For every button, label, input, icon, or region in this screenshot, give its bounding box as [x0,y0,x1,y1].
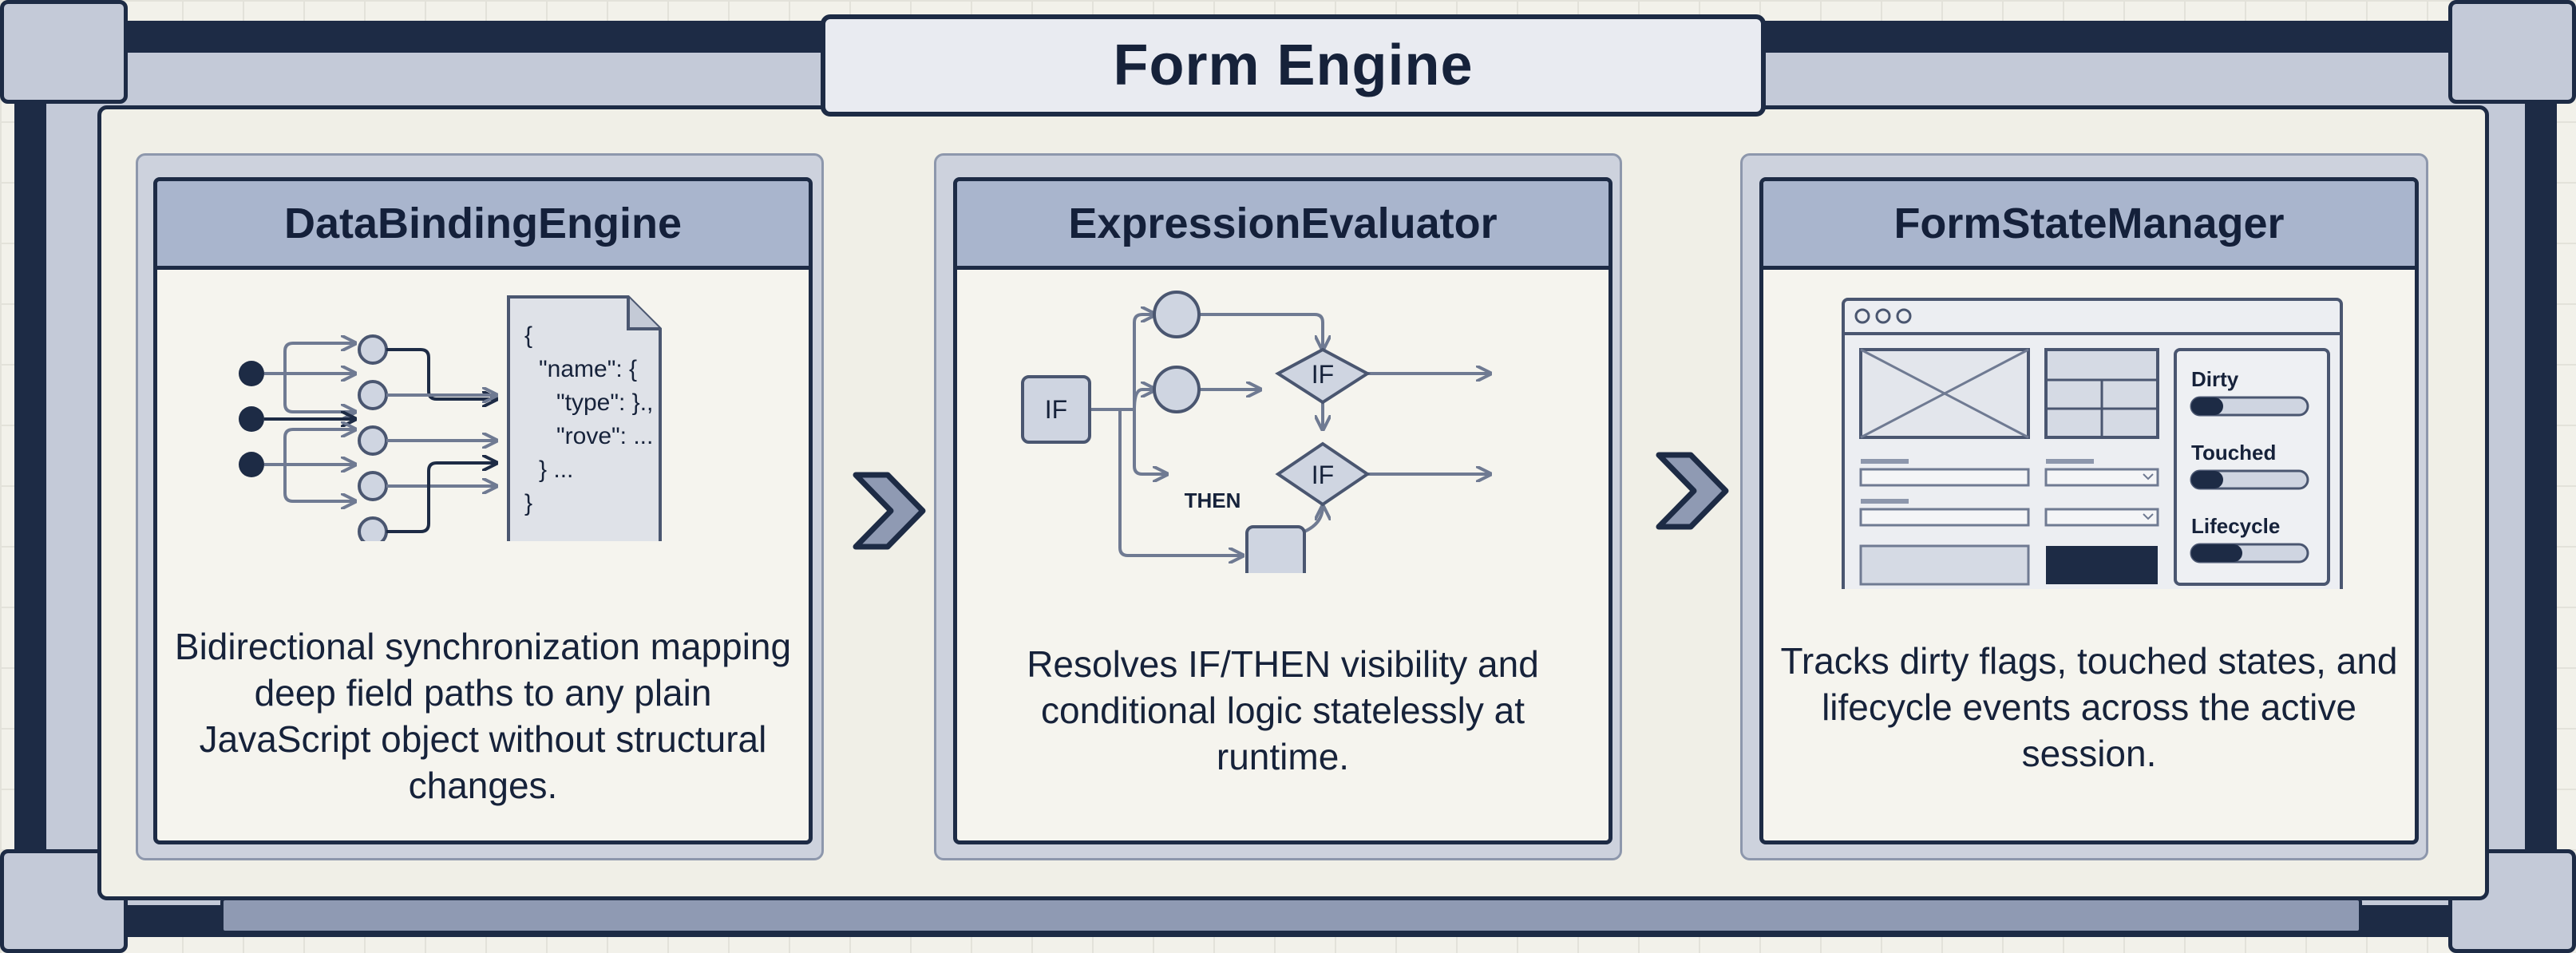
json-line: "name": { [539,356,637,382]
module-card-expression-evaluator: ExpressionEvaluator IF IF [953,177,1612,844]
field-node [358,471,388,501]
text-field [1859,468,2030,487]
chevron-down-icon [2143,513,2154,520]
then-label: THEN [1185,488,1241,512]
if-decision-node: IF [1275,441,1371,507]
source-node-group [239,361,264,477]
flow-label: IF [1312,360,1334,389]
field-node-group [358,334,388,541]
corner-tab-top-left [0,0,128,104]
flow-node [1153,291,1201,338]
document-icon [507,295,662,541]
window-dots-icon [1854,308,1912,324]
grid-layout-icon [2044,348,2159,439]
field-node [358,516,388,541]
touched-toggle-knob [2191,471,2223,488]
card-header: DataBindingEngine [157,181,809,270]
module-title: FormStateManager [1893,200,2285,247]
json-line: } [524,490,532,516]
flow-node [1153,366,1201,413]
corner-tab-top-right [2448,0,2576,104]
flow-label: IF [1045,395,1067,424]
image-placeholder-icon [1859,348,2030,439]
source-node [239,452,264,477]
if-decision-node: IF [1275,347,1371,405]
state-label-dirty: Dirty [2191,367,2239,391]
page-title: Form Engine [1113,34,1474,97]
form-window-mockup: Dirty Touched Lifecycle [1842,298,2343,589]
text-field [1859,508,2030,527]
json-line: } ... [539,457,573,483]
field-node [358,425,388,456]
select-field [2044,508,2159,527]
chevron-right-icon [853,472,926,550]
field-node [358,380,388,410]
module-card-form-state-manager: FormStateManager [1759,177,2419,844]
corner-tab-bottom-right [2448,849,2576,953]
secondary-button-shape [1859,544,2030,586]
json-line: "rove": ... [556,423,653,449]
action-node [1245,525,1306,573]
json-line: "type": }., [556,390,653,416]
state-label-touched: Touched [2191,441,2276,465]
module-title: DataBindingEngine [284,200,682,247]
module-description: Bidirectional synchronization mapping de… [174,626,792,806]
frame-bottom-bar [220,897,2362,934]
fanout-connectors [264,343,355,501]
state-panel: Dirty Touched Lifecycle [2174,348,2330,586]
flow-label: IF [1312,461,1334,489]
if-start-node: IF [1021,375,1091,444]
state-label-lifecycle: Lifecycle [2191,514,2280,538]
flow-connectors [1090,314,1490,556]
lifecycle-toggle-knob [2191,544,2242,562]
field-node [358,334,388,365]
json-line: { [524,322,532,349]
title-tab: Form Engine [821,14,1766,117]
source-node [239,406,264,432]
module-title: ExpressionEvaluator [1068,200,1498,247]
page-fold [627,297,660,330]
form-fields [1859,459,2159,586]
primary-button-shape [2046,546,2158,584]
select-field [2044,468,2159,487]
json-document: { "name": { "type": }., "rove": ... } ..… [507,295,662,541]
card-header: FormStateManager [1763,181,2415,270]
chevron-right-icon [1656,452,1729,530]
module-description: Resolves IF/THEN visibility and conditio… [1027,643,1539,777]
chevron-down-icon [2143,473,2154,480]
module-card-data-binding-engine: DataBindingEngine [153,177,813,844]
source-node [239,361,264,386]
dirty-toggle-knob [2191,397,2223,415]
expression-flow-diagram: IF IF THEN IF [1021,291,1609,573]
mapping-connectors [386,348,497,533]
data-binding-diagram: { "name": { "type": }., "rove": ... } ..… [239,295,662,541]
card-header: ExpressionEvaluator [957,181,1609,270]
module-description: Tracks dirty flags, touched states, and … [1780,640,2398,774]
